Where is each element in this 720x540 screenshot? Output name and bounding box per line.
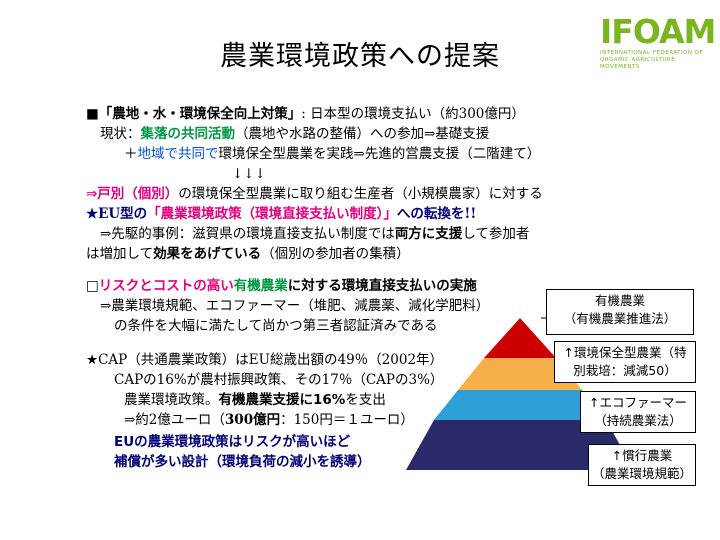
logo-wordmark: IFOAM (600, 12, 716, 51)
result-text: は増加して (86, 246, 154, 262)
label-line: ↑エコファーマー (589, 395, 687, 410)
down-arrows: ↓↓↓ (232, 166, 266, 182)
eu-prefix: ★EU型の (86, 206, 148, 222)
section3-cap: ★CAP（共通農業政策）はEU総歳出額の49％（2002年） (86, 352, 444, 368)
individual-highlight: ⇒戸別（個別） (86, 186, 179, 202)
amount-bold: 300億円 (224, 412, 281, 428)
section3-rural: CAPの16%が農村振興政策、その17％（CAPの3%） (114, 372, 444, 388)
plus-highlight: 地域で共同で (137, 146, 219, 162)
label-line: （持続農業法） (594, 413, 682, 428)
example-bold: 両方に支援 (394, 226, 463, 242)
section1-heading: ■「農地・水・環境保全向上対策」: 日本型の環境支払い（約300億円） (86, 104, 525, 124)
example-tail: して参加者 (462, 226, 530, 242)
logo-subtitle-2: ORGANIC AGRICULTURE MOVEMENTS (600, 57, 676, 70)
open-square-bullet: □ (86, 278, 99, 294)
section3-agri-env: 農業環境政策。有機農業支援に16%を支出 (124, 390, 386, 410)
agri-env-tail: を支出 (345, 392, 386, 408)
logo-subtitle-1: INTERNATIONAL FEDERATION OF (600, 50, 704, 56)
agri-env-text: 農業環境政策。 (124, 392, 219, 408)
section1-plus: ＋地域で共同で環境保全型農業を実践⇒先進的営農支援（二階建て） (124, 144, 540, 164)
organic-highlight: 有機農業 (233, 278, 288, 294)
label-line: （農業環境規範） (591, 466, 692, 481)
section3-conclusion-2: 補償が多い設計（環境負荷の減小を誘導） (114, 454, 371, 470)
policy-name: 「農地・水・環境保全向上対策」 (98, 106, 302, 122)
section2-criteria: ⇒農業環境規範、エコファーマー（堆肥、減農薬、減化学肥料） (100, 298, 490, 314)
pyramid-tier-organic (484, 318, 556, 358)
amount-tail: ：150円＝１ユーロ） (280, 412, 414, 428)
section2-conditions: の条件を大幅に満たして尚かつ第三者認証済みである (114, 318, 438, 334)
section1-result: は増加して効果をあげている（個別の参加者の集積） (86, 244, 410, 264)
pyramid-label-environmental: ↑環境保全型農業（特 別栽培：減減50） (554, 341, 696, 383)
status-rest: （農地や水路の整備）への参加⇒基礎支援 (235, 126, 490, 142)
ifoam-logo: IFOAM INTERNATIONAL FEDERATION OF ORGANI… (600, 12, 716, 80)
status-prefix: 現状： (100, 126, 141, 142)
plus-rest: 環境保全型農業を実践⇒先進的営農支援（二階建て） (218, 146, 541, 162)
pyramid-tier-ecofarmer (434, 390, 606, 420)
label-line: 別栽培：減減50） (573, 363, 677, 378)
section3-conclusion-1: EUの農業環境政策はリスクが高いほど (114, 434, 351, 450)
section2-heading: □リスクとコストの高い有機農業に対する環境直接支払いの実施 (86, 276, 477, 296)
plus-prefix: ＋ (124, 146, 138, 162)
organic-support-bold: 有機農業支援に16% (218, 392, 346, 408)
individual-rest: の環境保全型農業に取り組む生産者（小規模農家）に対する (178, 186, 543, 202)
amount-text: ⇒約2億ユーロ（ (124, 412, 225, 428)
section1-status: 現状：集落の共同活動（農地や水路の整備）への参加⇒基礎支援 (100, 124, 489, 144)
example-text: ⇒先駆的事例：滋賀県の環境直接支払い制度では (100, 226, 395, 242)
section1-example: ⇒先駆的事例：滋賀県の環境直接支払い制度では両方に支援して参加者 (100, 224, 529, 244)
pyramid-label-organic: 有機農業 （有機農業推進法） (546, 289, 694, 335)
risk-cost-highlight: リスクとコストの高い (98, 278, 234, 294)
policy-summary: : 日本型の環境支払い（約300億円） (301, 106, 525, 122)
section1-individual: ⇒戸別（個別）の環境保全型農業に取り組む生産者（小規模農家）に対する (86, 184, 543, 204)
status-highlight: 集落の共同活動 (140, 126, 236, 142)
section2-heading-rest: に対する環境直接支払いの実施 (287, 278, 477, 294)
section1-eu-proposal: ★EU型の「農業環境政策（環境直接支払い制度）」への転換を!! (86, 204, 476, 224)
label-line: 有機農業 (594, 293, 645, 308)
eu-tail: への転換を!! (396, 206, 477, 222)
eu-policy-highlight: 「農業環境政策（環境直接支払い制度）」 (147, 206, 397, 222)
section3-amount: ⇒約2億ユーロ（300億円：150円＝１ユーロ） (124, 410, 414, 430)
label-line: ↑環境保全型農業（特 (563, 345, 687, 360)
pyramid-tier-conventional (406, 420, 634, 470)
pyramid-label-conventional: ↑慣行農業 （農業環境規範） (588, 444, 696, 486)
label-line: ↑慣行農業 (611, 448, 673, 463)
result-tail: （個別の参加者の集積） (261, 246, 410, 262)
label-line: （有機農業推進法） (563, 311, 677, 326)
pyramid-label-ecofarmer: ↑エコファーマー （持続農業法） (580, 391, 696, 433)
pyramid-tier-environmental (458, 358, 582, 390)
page-title: 農業環境政策への提案 (220, 41, 500, 72)
result-bold: 効果をあげている (153, 246, 262, 262)
square-bullet: ■ (86, 106, 99, 122)
